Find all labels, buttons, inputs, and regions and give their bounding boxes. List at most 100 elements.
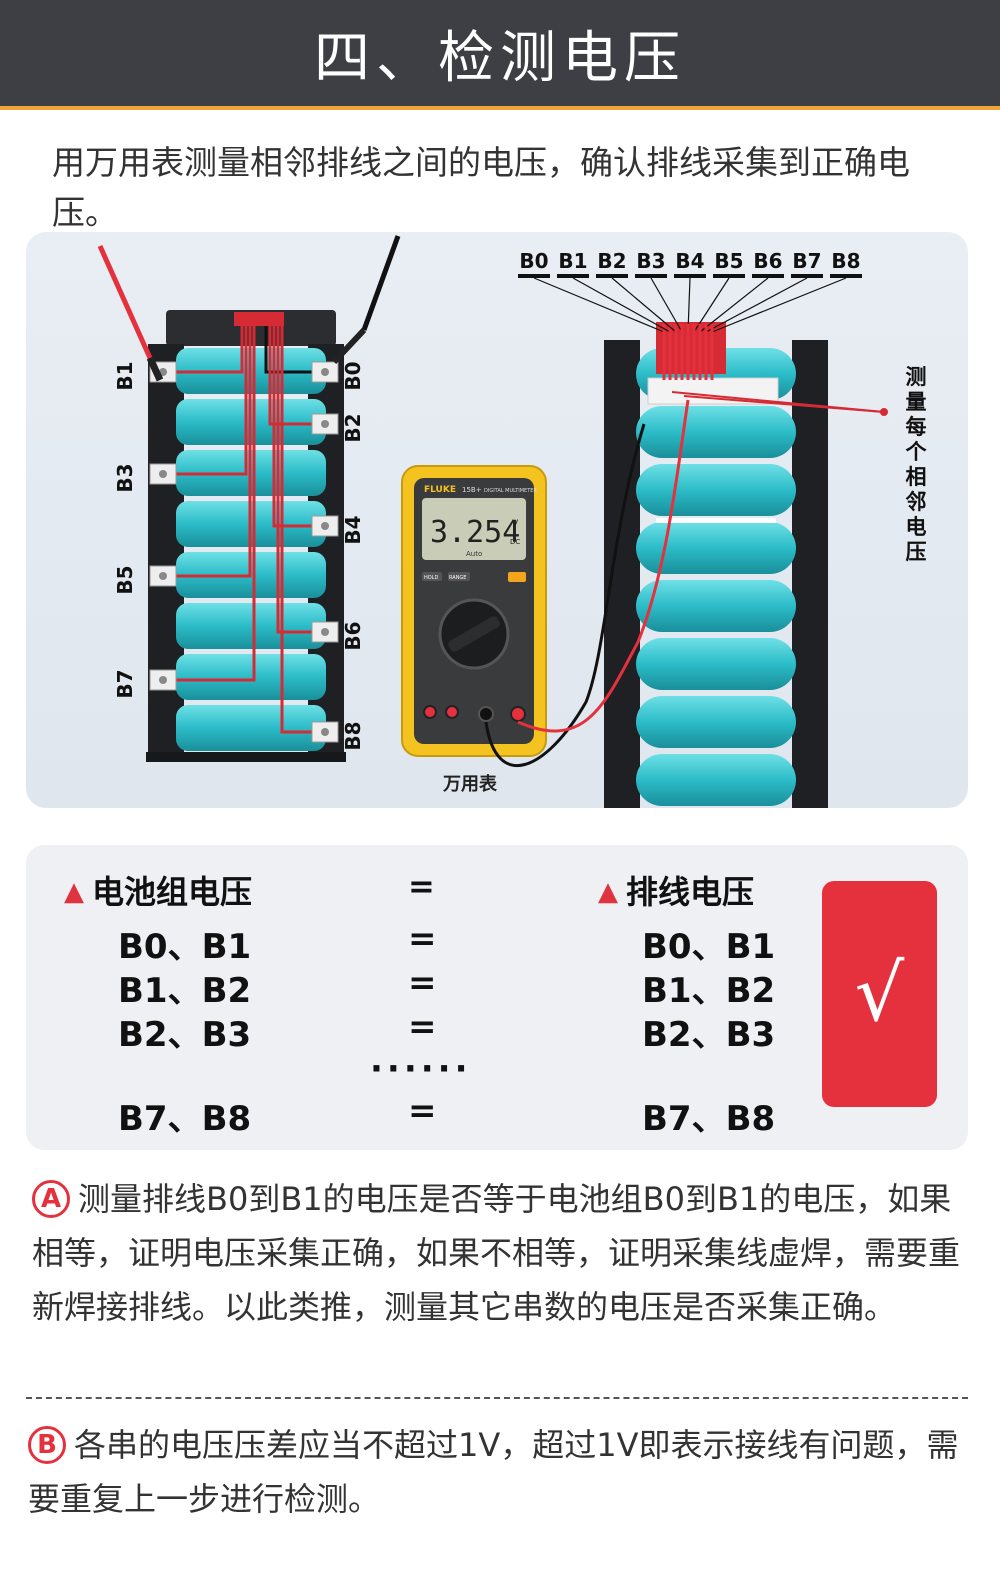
meter-mode: DC	[510, 538, 520, 546]
meter-model: 15B+	[462, 486, 482, 494]
top-pin-label: B2	[597, 249, 626, 273]
row-right: B2、B3	[642, 1015, 776, 1055]
comparison-table: ▲电池组电压 = ▲排线电压 B0、B1 = B0、B1 B1、B2 = B1、…	[26, 845, 968, 1150]
side-note-char: 测	[906, 365, 927, 389]
meter-display	[422, 498, 526, 560]
sampling-wire	[166, 318, 244, 374]
triangle-icon: ▲	[598, 877, 618, 907]
pin-lead-line	[572, 277, 671, 333]
com-lead	[484, 423, 646, 767]
triangle-icon: ▲	[64, 877, 84, 907]
battery-cell	[636, 406, 796, 458]
battery-cell	[636, 522, 796, 574]
dashed-divider	[26, 1397, 968, 1399]
row-equals: =	[408, 1007, 437, 1047]
row-equals: =	[408, 963, 437, 1003]
sampling-wire	[268, 318, 322, 426]
meter-reading: 3.254	[430, 515, 520, 550]
row-equals: =	[408, 919, 437, 959]
side-note-char: 相	[906, 465, 927, 489]
pin-lead-line	[699, 277, 769, 333]
battery-cell	[176, 603, 326, 649]
check-icon: √	[854, 949, 905, 1039]
top-pin-label: B4	[675, 249, 704, 273]
right-header: ▲排线电压	[598, 873, 755, 911]
sampling-wire	[166, 318, 248, 476]
check-badge: √	[822, 881, 937, 1107]
row-equals: =	[408, 1091, 437, 1131]
left-pack-wires	[166, 312, 322, 734]
pin-lead-line	[687, 277, 691, 333]
side-note-char: 个	[906, 440, 928, 464]
sampling-wire	[276, 318, 322, 634]
left-header: ▲电池组电压	[64, 873, 253, 911]
left-pack-tabs	[149, 361, 339, 743]
row-left: B1、B2	[118, 971, 252, 1011]
red-probe-lead	[97, 244, 153, 360]
pin-lead-line	[533, 277, 665, 333]
sampling-wire	[272, 318, 322, 528]
battery-cell	[636, 754, 796, 806]
sampling-wire	[166, 318, 256, 682]
multimeter: FLUKE 15B+ DIGITAL MULTIMETER 3.254 V DC…	[401, 465, 547, 757]
meter-unit: V	[512, 519, 519, 529]
pack-label: B7	[113, 669, 137, 698]
hold-button: HOLD	[424, 575, 438, 581]
note-a-text: 测量排线B0到B1的电压是否等于电池组B0到B1的电压，如果相等，证明电压采集正…	[32, 1180, 961, 1326]
pin-lead-line	[711, 277, 847, 333]
row-right: B0、B1	[642, 927, 776, 967]
black-probe-lead	[361, 235, 401, 331]
sampling-wire	[280, 318, 322, 734]
page-title: 四、检测电压	[314, 25, 686, 91]
marker-a-icon: A	[32, 1180, 70, 1218]
pack-label: B5	[113, 565, 137, 594]
top-pin-label: B8	[831, 249, 860, 273]
side-note-char: 压	[906, 540, 927, 564]
pin-lead-line	[705, 277, 808, 333]
row-right: B1、B2	[642, 971, 776, 1011]
pack-label: B0	[341, 361, 365, 390]
meter-model-desc: DIGITAL MULTIMETER	[484, 488, 537, 494]
battery-cell	[636, 580, 796, 632]
side-note-char: 量	[906, 390, 927, 414]
header-equals: =	[408, 867, 435, 905]
top-pin-label: B7	[792, 249, 821, 273]
pack-label: B3	[113, 463, 137, 492]
battery-cell	[176, 654, 326, 700]
multimeter-label: 万用表	[442, 773, 498, 795]
top-pin-label: B3	[636, 249, 665, 273]
meter-brand: FLUKE	[424, 485, 456, 495]
connector-wires	[533, 277, 847, 380]
battery-cell	[636, 696, 796, 748]
side-note-char: 每	[906, 415, 927, 439]
pack-label: B2	[341, 413, 365, 442]
top-pin-label: B5	[714, 249, 743, 273]
sampling-wire	[264, 318, 322, 374]
pin-lead-line	[650, 277, 683, 333]
top-pin-label: B1	[558, 249, 587, 273]
battery-cell	[176, 705, 326, 751]
row-left: B0、B1	[118, 927, 252, 967]
pack-label: B8	[341, 721, 365, 750]
meter-auto: Auto	[466, 550, 482, 558]
page-header: 四、检测电压	[0, 0, 1000, 110]
intro-text: 用万用表测量相邻排线之间的电压，确认排线采集到正确电压。	[52, 143, 910, 232]
voltage-lead	[517, 399, 690, 733]
row-right: B7、B8	[642, 1099, 776, 1139]
marker-b-icon: B	[28, 1426, 66, 1464]
battery-cell	[636, 638, 796, 690]
pin-lead-line	[611, 277, 677, 333]
right-battery-pack	[604, 322, 828, 808]
battery-cell	[636, 464, 796, 516]
row-left: B7、B8	[118, 1099, 252, 1139]
ellipsis: ······	[370, 1049, 472, 1089]
note-b-text: 各串的电压压差应当不超过1V，超过1V即表示接线有问题，需要重复上一步进行检测。	[28, 1426, 959, 1518]
row-left: B2、B3	[118, 1015, 252, 1055]
pack-label: B4	[341, 515, 365, 544]
side-note-char: 邻	[906, 490, 927, 514]
range-button: RANGE	[449, 575, 466, 581]
